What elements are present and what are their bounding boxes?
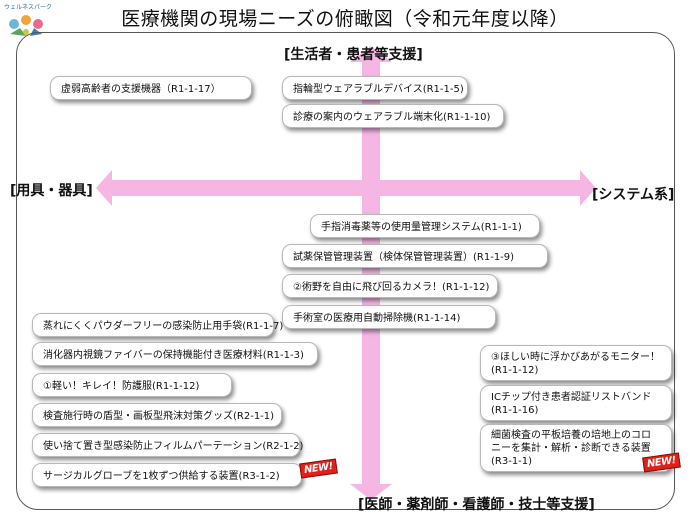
left-arrow-icon xyxy=(96,170,112,206)
logo-text: ウェルネスパーク xyxy=(4,4,53,11)
horizontal-axis-shaft xyxy=(112,180,582,196)
need-item[interactable]: 細菌検査の平板培養の培地上のコロ ニーを集計・解析・診断できる装置 (R3-1-… xyxy=(480,424,672,472)
right-arrow-icon xyxy=(580,170,596,206)
need-item[interactable]: ICチップ付き患者認証リストバンド (R1-1-16) xyxy=(480,385,672,421)
need-item[interactable]: 試薬保管管理装置（検体保管管理装置）(R1-1-9) xyxy=(282,244,548,268)
need-item[interactable]: 診療の案内のウェアラブル端末化(R1-1-10) xyxy=(282,104,504,128)
need-item[interactable]: 手術室の医療用自動掃除機(R1-1-14) xyxy=(282,305,496,329)
axis-label-left: [用具・器具] xyxy=(10,183,93,199)
page-title: 医療機関の現場ニーズの俯瞰図（令和元年度以降） xyxy=(121,8,569,30)
need-item[interactable]: ③ほしい時に浮かびあがるモニター！ (R1-1-12) xyxy=(480,345,672,381)
down-arrow-icon xyxy=(350,484,392,500)
need-item[interactable]: 検査施行時の盾型・画板型飛沫対策グッズ(R2-1-1) xyxy=(32,403,282,427)
axis-label-bottom: [医師・薬剤師・看護師・技士等支援] xyxy=(358,497,595,513)
need-item[interactable]: サージカルグローブを1枚ずつ供給する装置(R3-1-2) xyxy=(32,463,302,487)
need-item[interactable]: 消化器内視鏡ファイバーの保持機能付き医療材料(R1-1-3) xyxy=(32,342,318,366)
need-item[interactable]: 使い捨て置き型感染防止フィルムパーテーション(R2-1-2) xyxy=(32,433,303,457)
need-item[interactable]: ①軽い！キレイ！防護服(R1-1-12) xyxy=(32,373,232,397)
need-item[interactable]: 虚弱高齢者の支援機器（R1-1-17） xyxy=(50,76,252,100)
need-item[interactable]: ②術野を自由に飛び回るカメラ！(R1-1-12) xyxy=(282,274,498,298)
axis-label-top: [生活者・患者等支援] xyxy=(284,47,423,63)
need-item[interactable]: 蒸れにくくパウダーフリーの感染防止用手袋(R1-1-7) xyxy=(32,313,283,337)
up-arrow-icon xyxy=(350,46,392,62)
axis-label-right: [システム系] xyxy=(592,187,675,203)
need-item[interactable]: 手指消毒薬等の使用量管理システム(R1-1-1) xyxy=(310,214,540,238)
need-item[interactable]: 指輪型ウェアラブルデバイス(R1-1-5) xyxy=(282,76,468,100)
diagram-frame xyxy=(16,32,675,510)
